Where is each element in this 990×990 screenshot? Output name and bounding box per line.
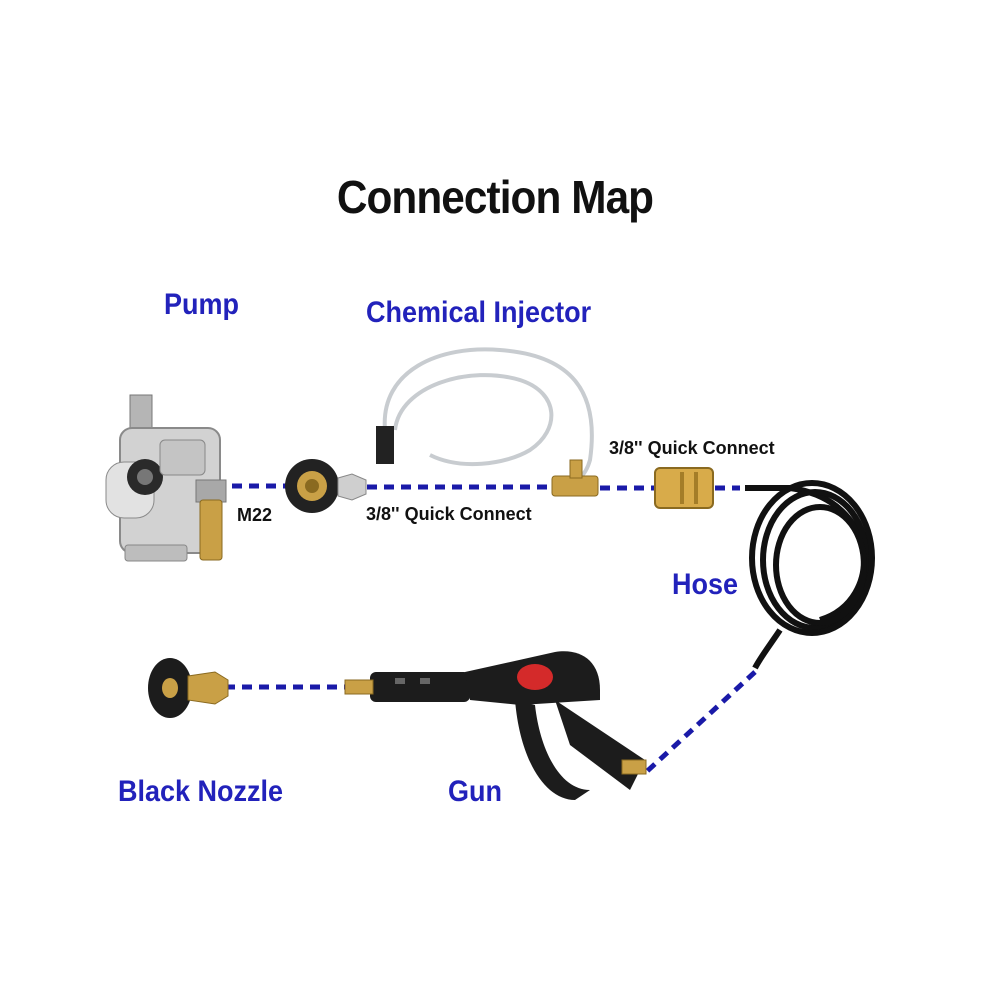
hose-label: Hose (672, 568, 739, 601)
m22-connector-label: M22 (237, 505, 273, 525)
chemical-injector-image (376, 347, 599, 497)
quick-connect-coupler-image (654, 467, 714, 509)
black-nozzle-image (148, 658, 229, 718)
black-nozzle-label: Black Nozzle (118, 775, 284, 808)
gun-image (344, 651, 647, 800)
pump-label: Pump (164, 288, 240, 321)
connection-lines (215, 483, 757, 777)
chemical-injector-label: Chemical Injector (366, 296, 592, 329)
m22-adapter-image (285, 459, 367, 513)
quick-connect-upper-label: 3/8'' Quick Connect (609, 438, 775, 458)
pump-image (105, 394, 227, 562)
hose-to-gun-line (641, 670, 757, 777)
gun-label: Gun (448, 775, 502, 808)
hose-image (745, 480, 875, 670)
page-title: Connection Map (336, 171, 654, 223)
quick-connect-lower-label: 3/8'' Quick Connect (366, 504, 532, 524)
